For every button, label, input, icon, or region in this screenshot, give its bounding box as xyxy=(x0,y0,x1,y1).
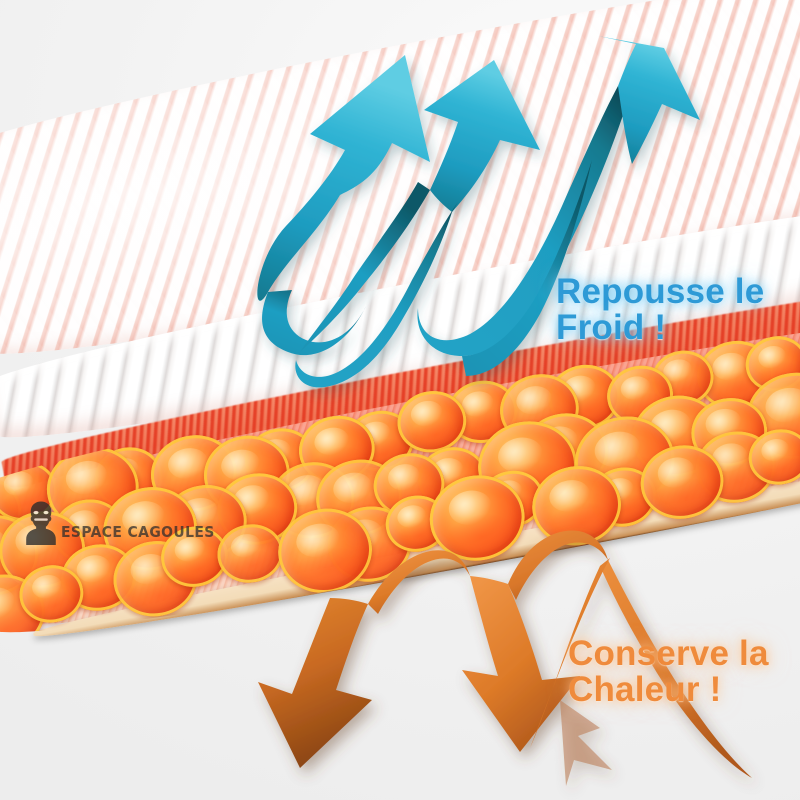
balaclava-head-icon xyxy=(26,501,56,545)
watermark: ESPACE CAGOULES xyxy=(24,500,226,546)
heat-caption: Conserve la Chaleur ! xyxy=(568,634,769,710)
watermark-brand: ESPACE CAGOULES xyxy=(61,523,215,541)
cold-caption: Repousse le Froid ! xyxy=(556,272,765,348)
